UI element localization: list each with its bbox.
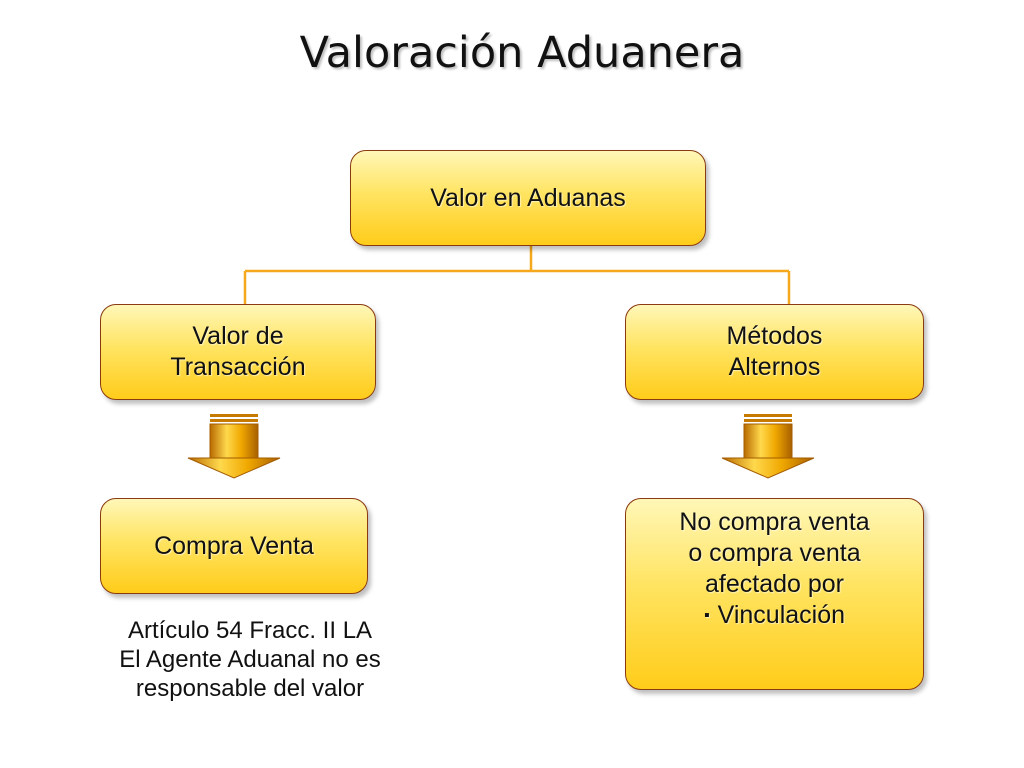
bullet-item: ▪ Vinculación: [679, 600, 869, 631]
label-line: Métodos: [726, 322, 823, 350]
label-line: Transacción: [170, 353, 306, 381]
tree-connector-lines: [243, 246, 791, 304]
down-arrow-icon: [187, 414, 281, 479]
root-node-valor-en-aduanas: Valor en Aduanas: [350, 150, 706, 246]
node-no-compra-venta: No compra venta o compra venta afectado …: [625, 498, 924, 690]
note-line: Artículo 54 Fracc. II LA: [127, 617, 373, 644]
label-line: o compra venta: [688, 539, 861, 567]
label-line: afectado por: [705, 570, 844, 598]
node-valor-de-transaccion-label: Valor de Transacción: [170, 321, 305, 383]
slide-title: Valoración Aduanera: [299, 28, 745, 78]
bullet-item-text: Vinculación: [717, 601, 846, 629]
node-metodos-alternos: Métodos Alternos: [625, 304, 924, 400]
label-line: Valor de: [192, 322, 284, 350]
node-valor-de-transaccion: Valor de Transacción: [100, 304, 376, 400]
node-compra-venta-label: Compra Venta: [154, 531, 314, 560]
node-metodos-alternos-label: Métodos Alternos: [727, 321, 823, 383]
note-line: El Agente Aduanal no es: [119, 646, 381, 673]
node-compra-venta: Compra Venta: [100, 498, 368, 594]
down-arrow-icon: [721, 414, 815, 479]
note-line: responsable del valor: [135, 675, 365, 702]
square-bullet-icon: ▪: [703, 607, 710, 624]
node-no-compra-venta-label: No compra venta o compra venta afectado …: [679, 507, 869, 631]
root-node-label: Valor en Aduanas: [430, 183, 626, 212]
article-note: Artículo 54 Fracc. II LA El Agente Aduan…: [60, 616, 440, 703]
label-line: No compra venta: [679, 508, 870, 536]
label-line: Alternos: [728, 353, 821, 381]
